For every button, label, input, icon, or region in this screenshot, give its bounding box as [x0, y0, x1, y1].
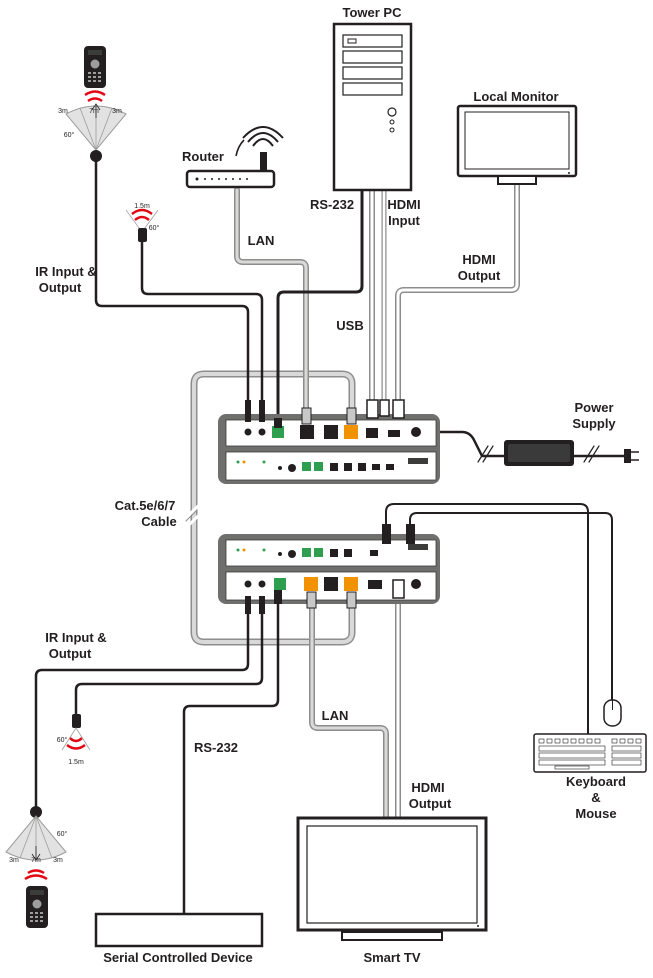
rs232-top-cable	[276, 188, 364, 422]
rs232-top-label: RS-232	[310, 197, 354, 212]
hdmi-output-bottom-label-1: HDMI	[411, 780, 444, 795]
hdmi-output-top-label-2: Output	[458, 268, 501, 283]
cable-label-2: Cable	[141, 514, 176, 529]
remote-bottom-icon	[24, 869, 48, 928]
usb-label: USB	[336, 318, 363, 333]
smart-tv-icon	[296, 816, 488, 941]
hdmi-output-bottom-label-2: Output	[409, 796, 452, 811]
lan-bottom-label: LAN	[322, 708, 349, 723]
keyboard-label-3: Mouse	[575, 806, 616, 821]
ir-top-right-dist: 3m	[112, 108, 122, 115]
power-label-2: Supply	[572, 416, 616, 431]
ir-eye-top-dist: 1.5m	[134, 203, 150, 210]
ir-top-cable-2	[140, 238, 264, 422]
ir-eye-top-icon	[125, 208, 159, 242]
ir-top-label-2: Output	[39, 280, 82, 295]
local-monitor	[456, 104, 578, 185]
keyboard-icon	[533, 733, 647, 773]
bottom-extender-unit	[218, 534, 440, 604]
keyboard-label-2: &	[591, 790, 600, 805]
tower-pc-label: Tower PC	[343, 5, 403, 20]
ir-bottom-right-dist: 3m	[53, 857, 63, 864]
ir-top-center-dist: 7m	[89, 108, 99, 115]
remote-top-icon	[84, 46, 106, 103]
ir-top-angle: 60°	[64, 131, 75, 139]
ir-bottom-cable-1	[34, 598, 250, 810]
ir-bottom-label-2: Output	[49, 646, 92, 661]
tower-pc	[332, 22, 413, 192]
rs232-bottom-label: RS-232	[194, 740, 238, 755]
ir-top-label-1: IR Input &	[35, 264, 96, 279]
bottom-connectors	[245, 524, 415, 614]
hdmi-input-label-2: Input	[388, 213, 420, 228]
smart-tv-label: Smart TV	[363, 950, 420, 965]
local-monitor-label: Local Monitor	[473, 89, 558, 104]
power-label-1: Power	[574, 400, 613, 415]
mouse-icon	[603, 699, 622, 727]
ir-sector-bottom	[5, 806, 67, 862]
ir-bottom-left-dist: 3m	[9, 857, 19, 864]
lan-top-label: LAN	[248, 233, 275, 248]
router-label: Router	[182, 149, 224, 164]
ir-eye-bottom-dist: 1.5m	[68, 759, 84, 766]
rs232-bottom-cable	[182, 598, 280, 916]
top-connectors	[245, 399, 405, 428]
hdmi-input-label-1: HDMI	[387, 197, 420, 212]
ir-bottom-angle: 60°	[57, 830, 68, 838]
cables	[34, 158, 626, 916]
ir-eye-bottom-icon	[61, 714, 91, 751]
mouse-cable	[409, 512, 613, 701]
serial-device-icon	[94, 912, 264, 948]
cable-label-1: Cat.5e/6/7	[115, 498, 176, 513]
ir-bottom-cable-2	[74, 598, 264, 718]
ir-bottom-label-1: IR Input &	[45, 630, 106, 645]
ir-eye-top-angle: 60°	[149, 224, 160, 232]
top-extender-unit	[218, 414, 440, 484]
hdmi-output-top-label-1: HDMI	[462, 252, 495, 267]
ir-top-cable-1	[94, 158, 250, 422]
keyboard-cable	[385, 503, 589, 735]
serial-device-label: Serial Controlled Device	[103, 950, 253, 965]
keyboard-label-1: Keyboard	[566, 774, 626, 789]
labels: Tower PC Local Monitor Router RS-232 HDM…	[9, 5, 626, 965]
ir-bottom-center-dist: 7m	[31, 857, 41, 864]
ir-top-left-dist: 3m	[58, 108, 68, 115]
router-icon	[185, 126, 284, 189]
power-cable	[436, 430, 506, 458]
ir-sector-top	[65, 103, 127, 162]
ir-eye-bottom-angle: 60°	[57, 736, 68, 744]
